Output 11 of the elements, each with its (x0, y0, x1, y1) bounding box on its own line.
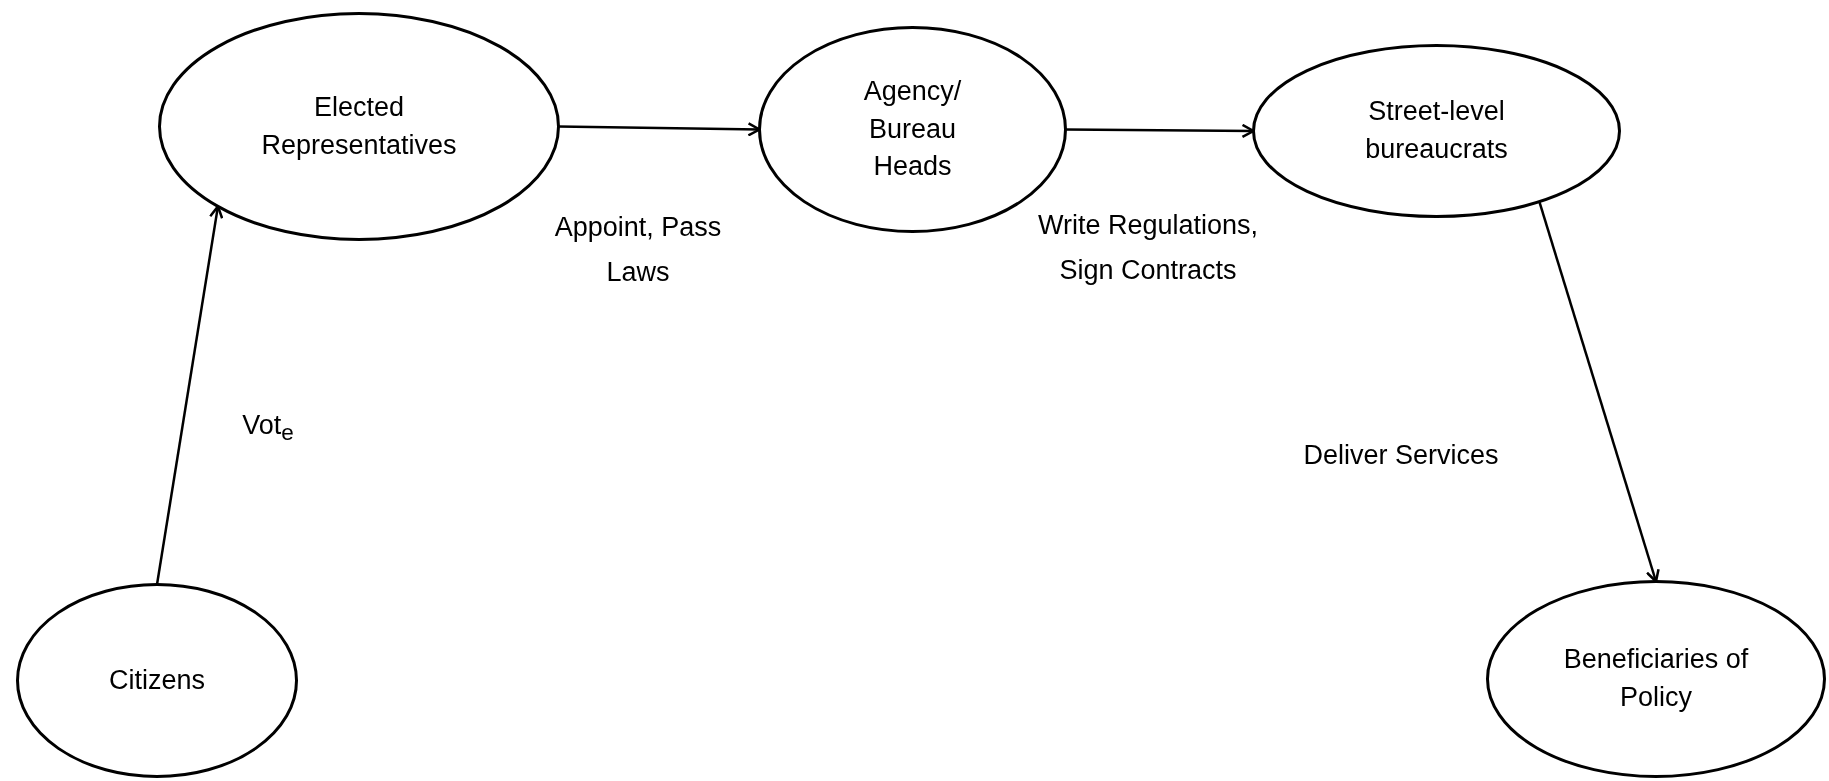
node-label: Elected Representatives (260, 90, 458, 162)
edge-label: Appoint, Pass Laws (553, 211, 723, 289)
edge-label: Deliver Services (1302, 438, 1500, 472)
node-label: Agency/ Bureau Heads (862, 74, 963, 184)
node-label: Beneficiaries of Policy (1562, 643, 1750, 714)
node-label: Citizens (109, 663, 205, 697)
edge-label: Vot$_{e}$ (241, 408, 295, 448)
arrow (1065, 123, 1255, 139)
edge-label: Write Regulations, Sign Contracts (1036, 209, 1260, 287)
node-label: Street-level bureaucrats (1364, 95, 1509, 166)
arrow (155, 205, 224, 585)
